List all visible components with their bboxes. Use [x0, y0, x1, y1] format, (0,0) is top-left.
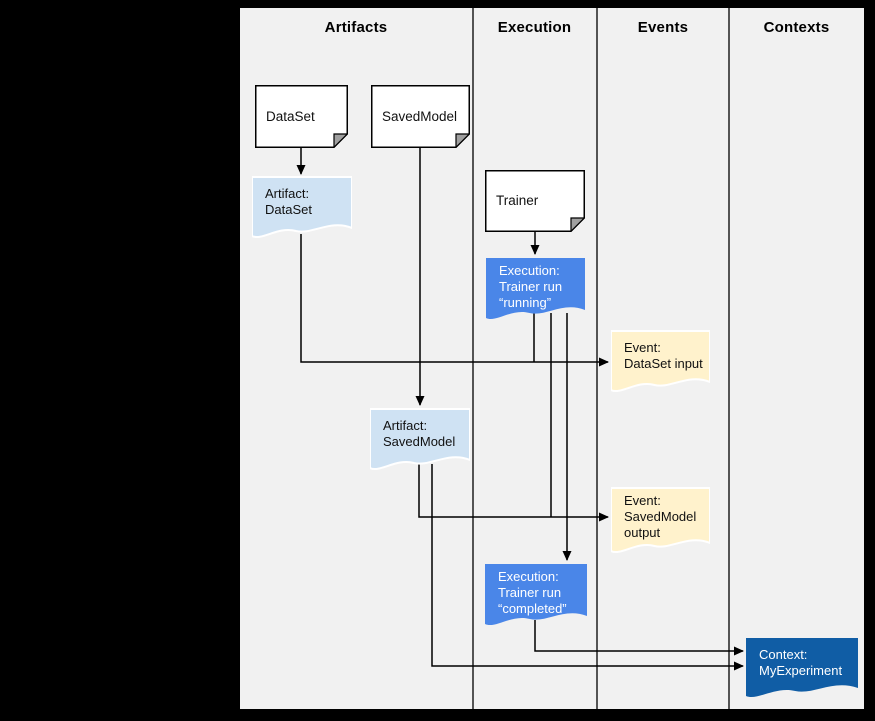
arrowhead-artifact-dataset-to-event — [599, 357, 609, 367]
node-execution-running: Execution: Trainer run “running” — [486, 257, 585, 324]
folded-corner-icon — [455, 133, 470, 148]
node-savedmodel: SavedModel — [371, 85, 470, 148]
document-shape — [486, 258, 585, 320]
edge-layer — [296, 8, 744, 709]
node-label-dataset: DataSet — [266, 108, 315, 124]
column-header-artifacts: Artifacts — [324, 19, 388, 36]
document-shape — [611, 330, 710, 393]
document-shape — [746, 638, 858, 698]
node-label-artifact-savedmodel: Artifact: SavedModel — [383, 418, 456, 449]
document-shape — [485, 564, 587, 626]
note-shape — [371, 85, 470, 148]
arrowhead-artifact-savedmodel-to-context — [734, 661, 744, 671]
node-label-trainer: Trainer — [496, 193, 539, 208]
node-label-context-myexperiment: Context: MyExperiment — [759, 647, 843, 678]
document-shape — [611, 487, 710, 554]
node-context-myexperiment: Context: MyExperiment — [746, 637, 858, 702]
column-header-execution: Execution — [497, 19, 572, 36]
node-event-dataset-input: Event: DataSet input — [611, 330, 710, 396]
arrowhead-trainer-to-running — [530, 245, 540, 255]
arrowhead-artifact-savedmodel-to-event — [599, 512, 609, 522]
arrowhead-completed-to-context — [734, 646, 744, 656]
document-shape — [370, 408, 470, 471]
column-header-events: Events — [637, 19, 689, 36]
column-header-contexts: Contexts — [763, 19, 830, 36]
node-trainer: Trainer — [485, 170, 585, 232]
diagram-canvas: Artifacts Execution Events Contexts Data… — [240, 8, 864, 709]
edge-artifact-savedmodel-to-event — [418, 464, 608, 518]
edge-completed-to-context — [534, 620, 743, 652]
node-dataset: DataSet — [255, 85, 348, 148]
node-label-execution-completed: Execution: Trainer run “completed” — [498, 569, 567, 616]
column-headers: Artifacts Execution Events Contexts — [240, 8, 864, 52]
node-label-event-dataset-input: Event: DataSet input — [624, 340, 703, 371]
edge-artifact-dataset-to-event — [300, 234, 608, 363]
node-label-savedmodel: SavedModel — [382, 108, 458, 124]
arrowhead-running-to-completed — [562, 551, 572, 561]
note-shape — [485, 170, 585, 232]
folded-corner-icon — [570, 217, 585, 232]
node-execution-completed: Execution: Trainer run “completed” — [485, 563, 587, 630]
note-shape — [255, 85, 348, 148]
node-label-execution-running: Execution: Trainer run “running” — [499, 263, 563, 310]
document-shape — [252, 176, 352, 239]
node-artifact-savedmodel: Artifact: SavedModel — [370, 408, 470, 474]
node-event-savedmodel-output: Event: SavedModel output — [611, 487, 710, 557]
arrowhead-savedmodel-to-artifact — [415, 396, 425, 406]
node-label-artifact-dataset: Artifact: DataSet — [265, 186, 312, 217]
node-label-event-savedmodel-output: Event: SavedModel output — [624, 493, 697, 540]
edge-artifact-savedmodel-to-context — [431, 464, 743, 667]
folded-corner-icon — [333, 133, 348, 148]
node-artifact-dataset: Artifact: DataSet — [252, 176, 352, 242]
arrowhead-dataset-to-artifact — [296, 165, 306, 175]
